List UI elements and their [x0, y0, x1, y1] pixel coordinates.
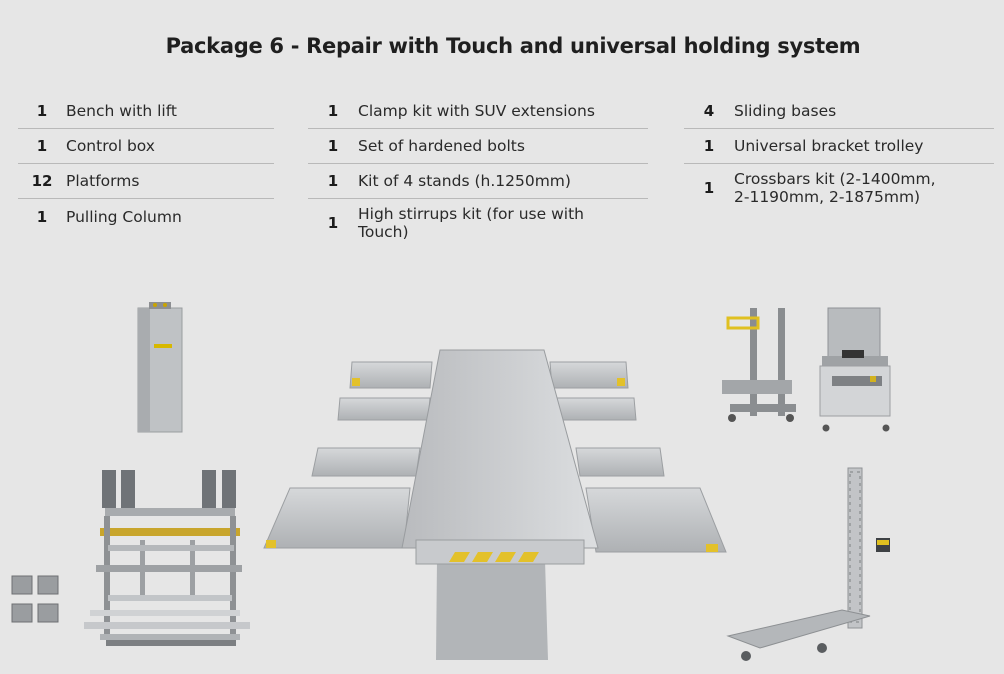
item-label: Sliding bases	[734, 102, 837, 120]
package-list-column-3: 4 Sliding bases 1 Universal bracket trolle…	[684, 94, 994, 212]
item-label: High stirrups kit (for use with Touch)	[358, 205, 584, 241]
item-label: Kit of 4 stands (h.1250mm)	[358, 172, 571, 190]
control-box-image	[137, 302, 183, 433]
list-item: 4 Sliding bases	[684, 94, 994, 129]
item-label: Platforms	[66, 172, 140, 190]
item-quantity: 1	[703, 137, 715, 155]
pulling-column-image	[726, 467, 890, 661]
item-label: Control box	[66, 137, 155, 155]
list-item: 1 Crossbars kit (2-1400mm, 2-1190mm, 2-18…	[684, 164, 994, 212]
item-quantity: 4	[703, 102, 715, 120]
item-quantity: 1	[36, 102, 48, 120]
item-label: Bench with lift	[66, 102, 177, 120]
item-label: Crossbars kit (2-1400mm, 2-1190mm, 2-187…	[734, 170, 936, 206]
item-quantity: 1	[36, 207, 48, 226]
sliding-bases-image	[11, 575, 59, 623]
item-quantity: 1	[36, 137, 48, 155]
list-item: 1 Pulling Column	[18, 199, 274, 234]
item-quantity: 1	[327, 172, 339, 190]
list-item: 1 Kit of 4 stands (h.1250mm)	[308, 164, 648, 199]
list-item: 1 Control box	[18, 129, 274, 164]
item-quantity: 1	[327, 214, 339, 232]
item-label: Set of hardened bolts	[358, 137, 525, 155]
list-item: 1 Bench with lift	[18, 94, 274, 129]
item-label: Universal bracket trolley	[734, 137, 924, 155]
list-item: 1 Clamp kit with SUV extensions	[308, 94, 648, 129]
list-item: 1 Set of hardened bolts	[308, 129, 648, 164]
item-label: Clamp kit with SUV extensions	[358, 102, 595, 120]
list-item: 1 Universal bracket trolley	[684, 129, 994, 164]
clamp-kit-image	[84, 470, 250, 646]
item-quantity: 1	[327, 137, 339, 155]
crossbars-kit-image	[819, 307, 891, 432]
item-label: Pulling Column	[66, 207, 182, 226]
list-item: 12 Platforms	[18, 164, 274, 199]
item-quantity: 12	[31, 172, 53, 190]
bracket-trolley-image	[722, 308, 796, 422]
item-quantity: 1	[327, 102, 339, 120]
bench-with-lift-image	[263, 349, 727, 660]
page-title: Package 6 - Repair with Touch and univer…	[165, 34, 861, 58]
item-quantity: 1	[703, 179, 715, 197]
list-item: 1 High stirrups kit (for use with Touch)	[308, 199, 648, 247]
